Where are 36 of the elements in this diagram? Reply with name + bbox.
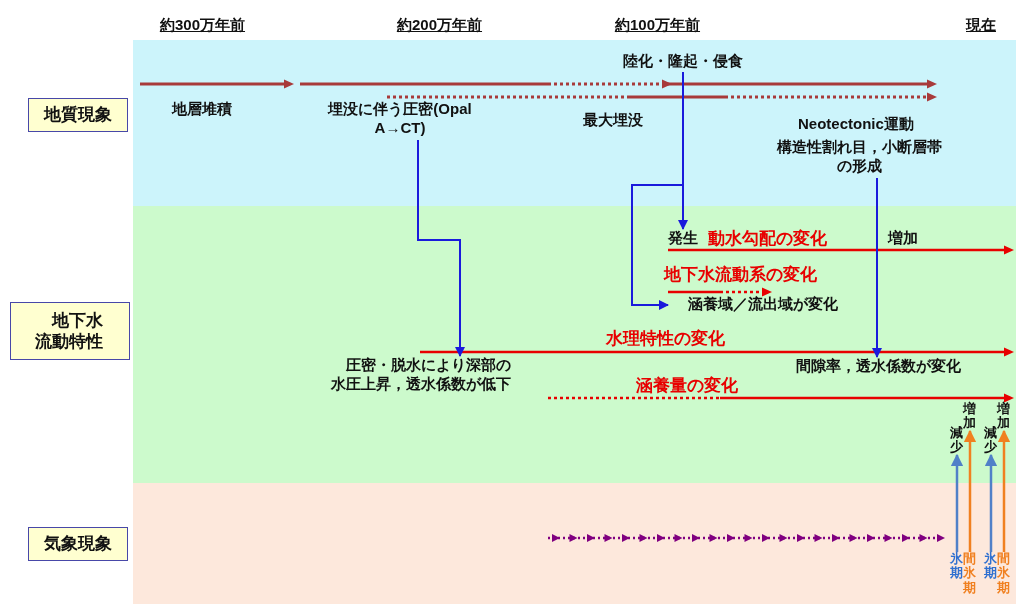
vertical-text: 氷期 (984, 552, 997, 581)
arrow (950, 453, 964, 552)
period-heading: 約300万年前 (160, 16, 246, 35)
vertical-text: 氷期 (950, 552, 963, 581)
event-text: 発生 (663, 229, 703, 249)
event-text: 埋没に伴う圧密(Opal A→CT) (318, 100, 482, 140)
vertical-text: 間氷期 (963, 552, 976, 595)
event-text: 涵養域／流出域が変化 (668, 295, 858, 315)
process-heading: 動水勾配の変化 (708, 228, 827, 250)
arrow (984, 453, 998, 552)
event-text: 地層堆積 (172, 100, 232, 119)
event-text: 間隙率，透水係数が変化 (772, 357, 984, 377)
vertical-text: 増加 (997, 402, 1010, 431)
arrow (963, 429, 977, 552)
category-label: 地質現象 (28, 98, 128, 132)
process-heading: 水理特性の変化 (606, 328, 725, 350)
process-heading: 地下水流動系の変化 (664, 264, 817, 286)
vertical-text: 間氷期 (997, 552, 1010, 595)
event-text: Neotectonic運動 (798, 115, 914, 134)
vertical-text: 増加 (963, 402, 976, 431)
arrow (872, 177, 882, 358)
event-text: 増加 (888, 229, 918, 248)
category-label: 気象現象 (28, 527, 128, 561)
vertical-text: 減少 (950, 426, 963, 455)
event-text: 陸化・隆起・侵食 (608, 52, 758, 72)
period-heading: 約200万年前 (397, 16, 483, 35)
event-text: 圧密・脱水により深部の水圧上昇，透水係数が低下 (330, 356, 511, 396)
vertical-text: 減少 (984, 426, 997, 455)
event-text: 最大埋没 (583, 111, 643, 130)
arrow (417, 139, 465, 357)
category-label: 地下水流動特性 (10, 302, 130, 360)
process-heading: 涵養量の変化 (636, 375, 738, 397)
period-heading: 約100万年前 (615, 16, 701, 35)
period-heading: 現在 (966, 16, 996, 35)
arrow (997, 429, 1011, 552)
event-text: 構造性割れ目，小断層帯の形成 (773, 138, 945, 178)
